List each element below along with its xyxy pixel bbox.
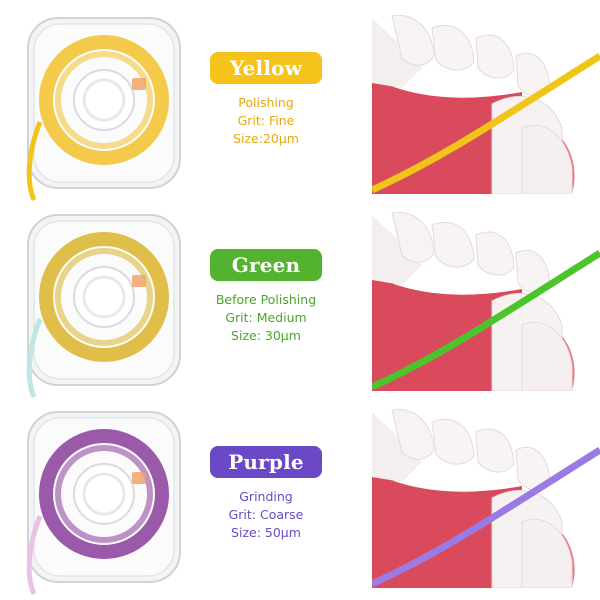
strip-case-image xyxy=(20,209,190,399)
strip-row-purple: Purple Grinding Grit: Coarse Size: 50μm xyxy=(0,402,600,596)
strip-specs: Before Polishing Grit: Medium Size: 30μm xyxy=(200,291,332,345)
grit-text: Grit: Medium xyxy=(225,310,307,325)
strip-info: Green Before Polishing Grit: Medium Size… xyxy=(200,249,332,345)
strip-case-image xyxy=(20,406,190,596)
color-label-pill: Yellow xyxy=(210,52,322,84)
strip-row-green: Green Before Polishing Grit: Medium Size… xyxy=(0,205,600,399)
teeth-with-strip-image xyxy=(372,402,600,588)
strip-ribbon-tail xyxy=(26,515,43,596)
size-text: Size: 30μm xyxy=(231,328,301,343)
use-text: Polishing xyxy=(238,95,294,110)
strip-info: Purple Grinding Grit: Coarse Size: 50μm xyxy=(200,446,332,542)
tape-roll xyxy=(39,232,169,362)
use-text: Before Polishing xyxy=(215,292,317,307)
teeth-with-strip-image xyxy=(372,205,600,391)
size-text: Size:20μm xyxy=(233,131,299,146)
strip-row-yellow: Yellow Polishing Grit: Fine Size:20μm xyxy=(0,8,600,202)
teeth-illustration xyxy=(372,8,600,194)
tape-dispenser-image xyxy=(26,411,181,596)
strip-ribbon-tail xyxy=(26,121,43,202)
strip-between-teeth xyxy=(372,250,600,391)
color-label-pill: Purple xyxy=(210,446,322,478)
tape-roll xyxy=(39,35,169,165)
color-label-pill: Green xyxy=(210,249,322,281)
tape-dispenser-image xyxy=(26,17,181,202)
strip-ribbon-tail xyxy=(26,318,43,399)
strip-case-image xyxy=(20,12,190,202)
tape-dispenser-image xyxy=(26,214,181,399)
tape-roll xyxy=(39,429,169,559)
teeth-illustration xyxy=(372,402,600,588)
strip-between-teeth xyxy=(372,447,600,588)
size-text: Size: 50μm xyxy=(231,525,301,540)
grit-text: Grit: Fine xyxy=(237,113,295,128)
strip-specs: Polishing Grit: Fine Size:20μm xyxy=(200,94,332,148)
strip-specs: Grinding Grit: Coarse Size: 50μm xyxy=(200,488,332,542)
teeth-illustration xyxy=(372,205,600,391)
use-text: Grinding xyxy=(239,489,293,504)
strip-info: Yellow Polishing Grit: Fine Size:20μm xyxy=(200,52,332,148)
strip-between-teeth xyxy=(372,53,600,194)
teeth-with-strip-image xyxy=(372,8,600,194)
grit-text: Grit: Coarse xyxy=(228,507,304,522)
